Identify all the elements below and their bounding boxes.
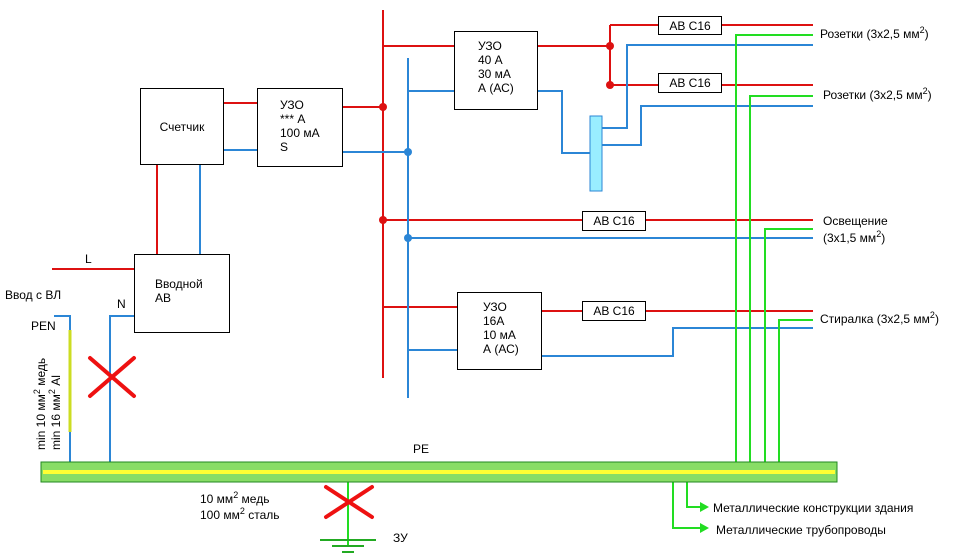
metal-pipes-label: Металлические трубопроводы (716, 523, 886, 537)
breaker-lighting-label: АВ С16 (593, 214, 635, 228)
rcd-main-line-4: S (280, 140, 289, 154)
load-washer-post: ) (934, 312, 939, 326)
n-label: N (117, 297, 126, 311)
rcd-main-line-1: УЗО (280, 98, 304, 112)
breaker-washer: АВ С16 (582, 301, 646, 321)
pen-section-2-post: Al (49, 375, 63, 390)
rcd-washer-line-3: 10 мА (483, 328, 516, 342)
load-lighting-spec-text: (3х1,5 мм (823, 231, 877, 245)
pen-section-2-text: min 16 мм (49, 394, 63, 450)
rcd-washer-line-4: А (АС) (483, 342, 519, 356)
load-sockets-2-post: ) (927, 88, 932, 102)
breaker-lighting: АВ С16 (582, 211, 646, 231)
breaker-sockets-1: АВ С16 (658, 16, 722, 35)
ground-conductor-line-1: 10 мм2 медь (200, 490, 270, 507)
ground-conductor-1-text: 10 мм (200, 492, 234, 506)
meter-label: Счетчик (159, 119, 205, 134)
load-lighting-spec: (3х1,5 мм2) (823, 229, 886, 246)
pe-label: PE (413, 442, 430, 456)
pe-wires (68, 34, 813, 545)
ground-conductor-1-post: медь (238, 492, 270, 506)
load-lighting-spec-sup: 2 (876, 229, 882, 239)
input-breaker-line-1: Вводной (155, 277, 203, 291)
junction-dots (379, 42, 614, 242)
pen-section-1-sup: 2 (32, 389, 42, 395)
rcd-sockets-line-3: 30 мА (478, 67, 511, 81)
input-line-label: Ввод с ВЛ (5, 288, 62, 302)
breaker-sockets-2: АВ С16 (658, 73, 722, 93)
pe-busbar (40, 461, 838, 483)
rcd-washer-line-2: 16А (483, 314, 505, 328)
load-sockets-2-label: Розетки (3х2,5 мм2) (823, 86, 932, 103)
rcd-sockets-line-1: УЗО (478, 39, 502, 53)
rcd-sockets-line-2: 40 А (478, 53, 503, 67)
pen-section-1-post: медь (34, 357, 48, 390)
rcd-main-box: УЗО *** А 100 мА S (257, 88, 343, 167)
load-sockets-2-text: Розетки (3х2,5 мм (823, 88, 923, 102)
load-washer-label: Стиралка (3х2,5 мм2) (820, 310, 939, 327)
load-washer-sup: 2 (929, 310, 935, 320)
meter-box: Счетчик (140, 88, 224, 165)
breaker-sockets-1-label: АВ С16 (669, 18, 711, 33)
x-mark-icon (324, 485, 374, 519)
load-lighting-title: Освещение (823, 214, 888, 228)
input-breaker-box: Вводной АВ (134, 254, 230, 333)
l-label: L (85, 252, 92, 266)
rcd-main-line-2: *** А (280, 112, 306, 126)
load-sockets-1-post: ) (924, 27, 929, 41)
pen-section-1-text: min 10 мм (34, 394, 48, 450)
pen-section-line-2: min 16 мм2 Al (47, 375, 63, 450)
pen-section-line-1: min 10 мм2 медь (32, 357, 48, 450)
rcd-sockets-line-4: А (АС) (478, 81, 514, 95)
neutral-wires (54, 44, 813, 462)
load-sockets-1-label: Розетки (3х2,5 мм2) (820, 25, 929, 42)
ground-icon (320, 539, 376, 553)
rcd-main-line-3: 100 мА (280, 126, 320, 140)
load-sockets-1-text: Розетки (3х2,5 мм (820, 27, 920, 41)
ground-conductor-2-post: сталь (244, 508, 280, 522)
arrow-right-icon (700, 502, 709, 533)
x-mark-icon (88, 356, 136, 398)
load-lighting-spec-post: ) (881, 231, 886, 245)
pen-label: PEN (31, 319, 56, 333)
breaker-sockets-2-label: АВ С16 (669, 76, 711, 90)
load-sockets-1-sup: 2 (919, 25, 925, 35)
ground-conductor-2-text: 100 мм (200, 508, 240, 522)
load-washer-text: Стиралка (3х2,5 мм (820, 312, 930, 326)
ground-conductor-2-sup: 2 (239, 506, 245, 516)
metal-structures-label: Металлические конструкции здания (713, 501, 914, 515)
ground-conductor-line-2: 100 мм2 сталь (200, 506, 280, 523)
rcd-sockets-box: УЗО 40 А 30 мА А (АС) (454, 31, 538, 110)
input-breaker-line-2: АВ (155, 291, 172, 305)
pen-section-2-sup: 2 (47, 389, 57, 395)
rcd-washer-line-1: УЗО (483, 300, 507, 314)
zu-label: ЗУ (393, 531, 408, 545)
load-sockets-2-sup: 2 (922, 86, 928, 96)
neutral-busbar (589, 115, 603, 192)
rcd-washer-box: УЗО 16А 10 мА А (АС) (457, 292, 542, 370)
breaker-washer-label: АВ С16 (593, 304, 635, 318)
ground-conductor-1-sup: 2 (233, 490, 239, 500)
